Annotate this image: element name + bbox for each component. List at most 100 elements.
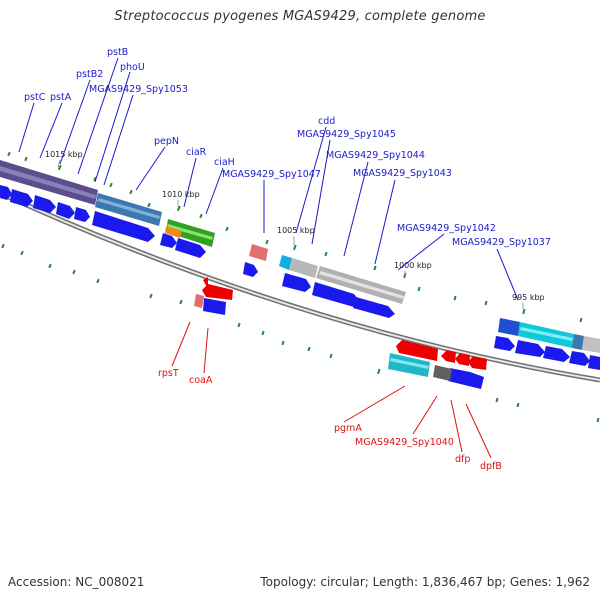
- leader-Spy1045: [311, 139, 331, 245]
- backbone: [0, 190, 600, 383]
- leader-Spy1044: [343, 161, 369, 257]
- gene-label-pepN[interactable]: pepN: [154, 136, 179, 147]
- gene-label-cdd[interactable]: cdd: [318, 116, 335, 127]
- gene-label-pstA[interactable]: pstA: [50, 92, 72, 103]
- feature-bar-gray-3[interactable]: [582, 336, 600, 353]
- cds-arrow[interactable]: [92, 211, 155, 242]
- minus-cds-arrows: [203, 298, 484, 389]
- cds-arrow-red[interactable]: [468, 356, 487, 370]
- cds-arrow[interactable]: [282, 273, 311, 292]
- tick: [237, 322, 241, 328]
- plus-feature-bars: [0, 160, 600, 353]
- cds-arrow[interactable]: [515, 340, 545, 357]
- tick: [261, 330, 265, 336]
- feature-bar-blue[interactable]: [498, 318, 520, 336]
- plus-cds-arrows: [0, 185, 600, 370]
- cds-arrow[interactable]: [74, 207, 90, 222]
- feature-bar-Spy1040[interactable]: [433, 365, 452, 381]
- cds-arrow[interactable]: [312, 282, 360, 307]
- cds-arrow[interactable]: [494, 336, 515, 351]
- tick: [522, 308, 526, 315]
- gene-label-Spy1037[interactable]: MGAS9429_Spy1037: [452, 237, 551, 248]
- leader-Spy1037: [496, 248, 519, 301]
- feature-bar-highlight: [0, 166, 96, 199]
- cds-arrow[interactable]: [569, 351, 590, 366]
- cds-arrow[interactable]: [160, 233, 177, 248]
- gene-label-Spy1053[interactable]: MGAS9429_Spy1053: [89, 84, 188, 95]
- feature-bar-highlight: [97, 198, 160, 219]
- feature-bar-pink[interactable]: [249, 244, 268, 261]
- minus-label-leaders: [171, 321, 492, 459]
- gene-label-coaA[interactable]: coaA: [189, 375, 213, 386]
- feature-bar-steel[interactable]: [572, 334, 584, 350]
- tick: [109, 182, 113, 188]
- gene-label-phoU[interactable]: phoU: [120, 62, 145, 73]
- leader-pstA: [39, 102, 63, 159]
- tick: [484, 300, 488, 306]
- gene-label-dpfB[interactable]: dpfB: [480, 461, 502, 472]
- tick: [129, 189, 133, 195]
- tick: [373, 265, 377, 271]
- cds-arrow[interactable]: [33, 195, 56, 213]
- tick: [324, 251, 328, 257]
- feature-bar-rpsT[interactable]: [194, 294, 204, 308]
- cds-arrow[interactable]: [243, 262, 258, 277]
- map-title: Streptococcus pyogenes MGAS9429, complet…: [114, 9, 486, 24]
- cds-arrow-red[interactable]: [203, 277, 208, 289]
- feature-bar-gray-1[interactable]: [289, 258, 318, 278]
- cds-arrow[interactable]: [175, 238, 206, 258]
- minus-gene-labels: rpsT coaA pgmA MGAS9429_Spy1040 dfp dpfB: [158, 368, 502, 472]
- gene-label-ciaR[interactable]: ciaR: [186, 147, 207, 158]
- gene-label-Spy1045[interactable]: MGAS9429_Spy1045: [297, 129, 396, 140]
- gene-label-ciaH[interactable]: ciaH: [214, 157, 235, 168]
- tick: [57, 164, 62, 171]
- cds-arrow[interactable]: [543, 346, 570, 362]
- feature-bar-highlight: [167, 224, 213, 240]
- cds-arrow[interactable]: [448, 368, 484, 389]
- leader-ciaH: [205, 167, 224, 215]
- tick: [1, 243, 5, 249]
- leader-pgmA: [343, 385, 406, 423]
- feature-bar-highlight: [520, 327, 573, 341]
- gene-label-Spy1044[interactable]: MGAS9429_Spy1044: [326, 150, 425, 161]
- leader-rpsT: [171, 321, 191, 367]
- cds-arrow[interactable]: [353, 297, 395, 318]
- gene-label-Spy1042[interactable]: MGAS9429_Spy1042: [397, 223, 496, 234]
- tick: [24, 156, 28, 162]
- tick: [377, 368, 381, 375]
- tick: [417, 286, 421, 292]
- cds-arrow-red[interactable]: [441, 350, 456, 363]
- tick: [72, 269, 76, 275]
- gene-label-pgmA[interactable]: pgmA: [334, 423, 362, 434]
- cds-arrow[interactable]: [10, 189, 33, 207]
- feature-bar-orange[interactable]: [165, 226, 182, 238]
- leader-pstB: [77, 57, 119, 175]
- cds-arrow-red[interactable]: [396, 340, 438, 361]
- gene-label-Spy1047[interactable]: MGAS9429_Spy1047: [222, 169, 321, 180]
- feature-bar-cdd[interactable]: [279, 255, 292, 270]
- cds-arrow[interactable]: [588, 355, 600, 370]
- cds-arrow-red[interactable]: [202, 284, 233, 300]
- gene-label-rpsT[interactable]: rpsT: [158, 368, 179, 379]
- cds-arrow[interactable]: [56, 202, 75, 219]
- cds-arrow[interactable]: [203, 298, 226, 315]
- tick: [96, 278, 100, 284]
- tick: [329, 353, 333, 359]
- gene-label-pstC[interactable]: pstC: [24, 92, 46, 103]
- tick: [596, 417, 600, 423]
- tick: [147, 202, 151, 208]
- scale-label-1010: 1010 kbp: [162, 190, 200, 199]
- scale-label-1005: 1005 kbp: [277, 226, 315, 235]
- gene-label-dfp[interactable]: dfp: [455, 454, 470, 465]
- cds-arrow-red[interactable]: [455, 353, 470, 366]
- tick: [265, 239, 269, 245]
- gene-label-Spy1043[interactable]: MGAS9429_Spy1043: [353, 168, 452, 179]
- gene-label-pstB2[interactable]: pstB2: [76, 69, 103, 80]
- scale-label-leader: [57, 159, 61, 168]
- cds-arrow[interactable]: [0, 185, 12, 200]
- gene-label-pstB[interactable]: pstB: [107, 47, 128, 58]
- leader-Spy1053: [103, 94, 134, 186]
- gene-label-Spy1040[interactable]: MGAS9429_Spy1040: [355, 437, 454, 448]
